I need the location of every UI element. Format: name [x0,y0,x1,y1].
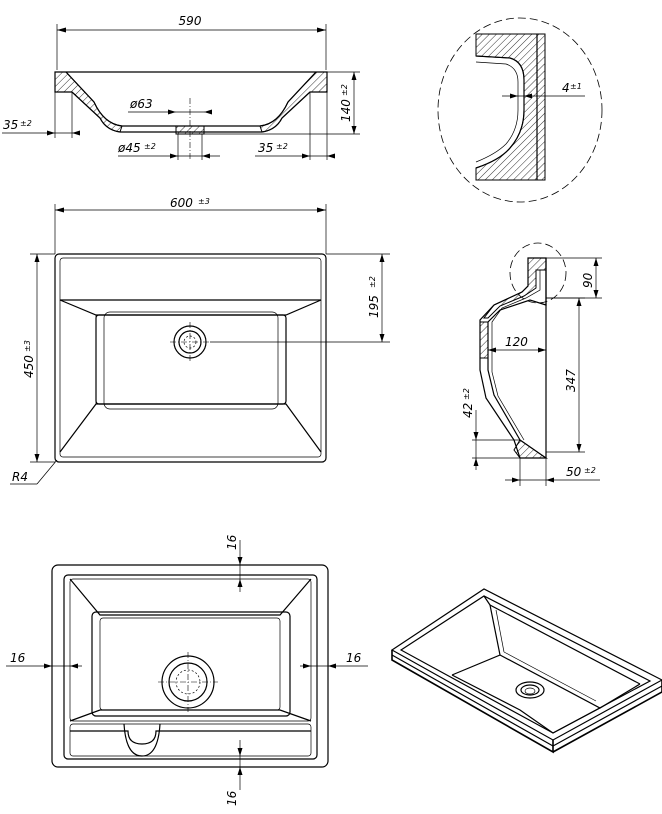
isometric-view [390,588,662,754]
dim-lower-42: 42 [461,403,475,418]
svg-text:±2: ±2 [584,466,596,475]
svg-text:±2: ±2 [20,119,32,128]
section-view-top: 590 ø63 ø45 ±2 35 ±2 [2,14,360,160]
dim-drain-195: 195 [367,295,381,318]
dim-450: 450 [22,355,36,378]
dim-rim-90: 90 [581,272,595,288]
dim-600: 600 [170,196,193,210]
dim-depth-347: 347 [564,369,578,392]
svg-text:±1: ±1 [570,82,582,91]
svg-text:±2: ±2 [340,84,349,96]
bottom-plan-view: 16 16 16 16 [6,534,368,806]
side-section-view: 90 347 120 42 ±2 50 ±2 [461,242,602,486]
dim-drain-63: ø63 [129,97,153,111]
dim-wall-4: 4 [562,81,570,95]
dim-590: 590 [179,14,202,28]
dim-right-35: 35 [258,141,273,155]
dim-drain-120: 120 [505,335,528,349]
dim-radius-r4: R4 [12,470,28,484]
svg-text:±2: ±2 [368,276,377,288]
dim-outlet-45: ø45 [117,141,141,155]
plan-view: 600 ±3 195 ±2 450 ±3 [10,196,390,485]
dim-top-16: 16 [225,534,239,550]
svg-text:±3: ±3 [198,197,210,206]
svg-text:±2: ±2 [462,388,471,400]
detail-circle-view: 4 ±1 [437,17,603,203]
svg-text:±2: ±2 [276,142,288,151]
dim-left-35: 35 [3,118,18,132]
dim-base-50: 50 [566,465,582,479]
svg-text:±3: ±3 [23,340,32,352]
svg-text:±2: ±2 [144,142,156,151]
dim-left-16: 16 [10,651,26,665]
dim-right-16: 16 [346,651,362,665]
dim-height-140: 140 [339,99,353,122]
dim-bottom-16: 16 [225,790,239,806]
